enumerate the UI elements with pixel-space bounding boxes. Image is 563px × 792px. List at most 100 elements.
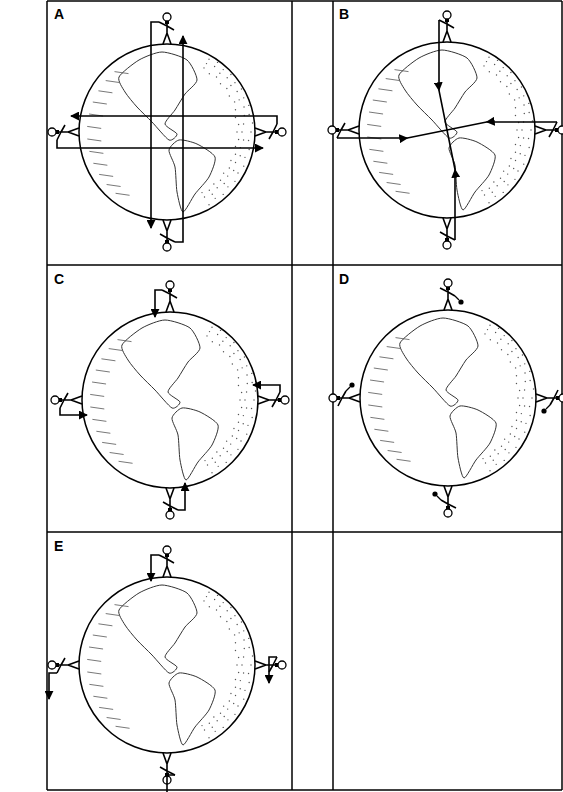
shade-dot xyxy=(520,145,521,146)
shade-dot xyxy=(243,672,244,673)
ocean-hatch xyxy=(387,347,401,349)
person-group xyxy=(255,657,286,672)
dropped-ball xyxy=(541,408,546,413)
shade-dot xyxy=(235,642,236,643)
ocean-hatch xyxy=(110,452,124,454)
shade-dot xyxy=(511,340,512,341)
grid-line xyxy=(47,531,562,533)
shade-dot xyxy=(524,363,525,364)
shade-dot xyxy=(247,383,248,384)
shade-dot xyxy=(206,596,207,597)
dropped-ball xyxy=(432,491,437,496)
string xyxy=(437,496,441,500)
shade-dot xyxy=(244,399,245,400)
shade-dot xyxy=(237,449,238,450)
person-group xyxy=(159,546,174,577)
ocean-hatch xyxy=(98,624,112,626)
continent xyxy=(172,408,218,480)
grid-line xyxy=(291,1,293,790)
shade-dot xyxy=(504,438,505,439)
ocean-hatch xyxy=(92,382,106,384)
earth-panel xyxy=(48,13,286,251)
shade-dot xyxy=(220,179,221,180)
shade-dot xyxy=(251,373,252,374)
shade-dot xyxy=(248,149,249,150)
shade-dot xyxy=(524,405,525,406)
shade-dot xyxy=(507,173,508,174)
shade-dot xyxy=(238,672,239,673)
ocean-hatch xyxy=(106,614,120,616)
shade-dot xyxy=(237,350,238,351)
shade-dot xyxy=(234,615,235,616)
shade-dot xyxy=(243,630,244,631)
shade-dot xyxy=(243,656,244,657)
dropped-ball xyxy=(349,382,354,387)
shade-dot xyxy=(248,673,249,674)
shade-dot xyxy=(235,146,236,147)
shade-dot xyxy=(524,155,525,156)
shade-dot xyxy=(513,168,514,169)
string xyxy=(346,387,350,391)
person-figure xyxy=(535,122,558,137)
shade-dot xyxy=(223,69,224,70)
shade-dot xyxy=(248,114,249,115)
person-head xyxy=(48,661,56,669)
ocean-hatch xyxy=(92,419,106,421)
ocean-hatch xyxy=(374,429,388,431)
person-figure xyxy=(56,658,79,673)
ocean-hatch xyxy=(93,163,107,165)
person-head xyxy=(278,661,286,669)
ocean-hatch xyxy=(379,357,393,359)
shade-dot xyxy=(234,714,235,715)
shade-dot xyxy=(524,113,525,114)
panel-letter: E xyxy=(53,538,64,554)
shade-dot xyxy=(223,602,224,603)
shade-dot xyxy=(209,73,210,74)
shade-dot xyxy=(224,716,225,717)
shade-dot xyxy=(246,433,247,434)
ocean-hatch xyxy=(89,151,103,153)
continent xyxy=(119,52,197,140)
shade-dot xyxy=(212,727,213,728)
shade-dot xyxy=(229,628,230,629)
continent xyxy=(399,50,477,138)
shade-dot xyxy=(227,186,228,187)
ocean-hatch xyxy=(93,102,107,104)
ocean-hatch xyxy=(87,659,101,661)
shade-dot xyxy=(217,62,218,63)
person-group xyxy=(48,658,79,673)
shade-dot xyxy=(511,426,512,427)
shade-dot xyxy=(236,91,237,92)
shade-dot xyxy=(227,719,228,720)
shade-dot xyxy=(233,428,234,429)
shade-dot xyxy=(230,693,231,694)
shade-dot xyxy=(219,73,220,74)
shade-dot xyxy=(238,385,239,386)
ocean-hatch xyxy=(87,126,101,128)
shade-dot xyxy=(236,438,237,439)
person-group xyxy=(163,483,185,519)
shade-dot xyxy=(521,421,522,422)
shade-dot xyxy=(240,155,241,156)
shade-dot xyxy=(229,356,230,357)
person-figure xyxy=(440,287,455,310)
globe-outline xyxy=(82,312,258,488)
shade-dot xyxy=(523,137,524,138)
ocean-hatch xyxy=(395,70,409,72)
shade-dot xyxy=(209,190,210,191)
ocean-hatch xyxy=(96,431,110,433)
person-head xyxy=(163,243,171,251)
person-figure xyxy=(159,21,174,44)
shade-dot xyxy=(253,399,254,400)
shade-dot xyxy=(238,422,239,423)
shade-dot xyxy=(220,712,221,713)
shade-dot xyxy=(504,335,505,336)
grid-line xyxy=(47,264,562,266)
shade-dot xyxy=(226,462,227,463)
shade-dot xyxy=(216,76,217,77)
shade-dot xyxy=(230,618,231,619)
shade-dot xyxy=(519,405,520,406)
arrow xyxy=(167,775,175,792)
shade-dot xyxy=(235,687,236,688)
shade-dot xyxy=(522,397,523,398)
